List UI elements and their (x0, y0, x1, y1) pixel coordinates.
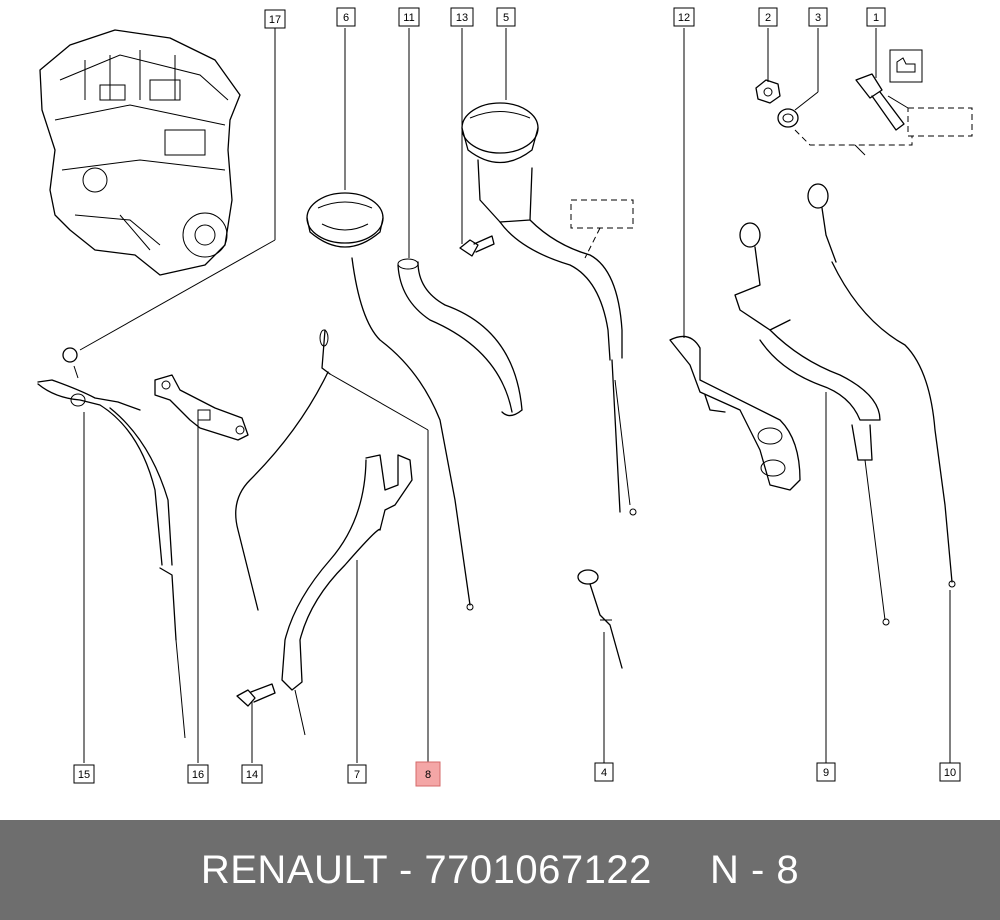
svg-text:9: 9 (823, 767, 829, 779)
callout-10[interactable]: 10 (939, 762, 961, 782)
svg-text:7: 7 (354, 769, 360, 781)
callout-17[interactable]: 17 (264, 9, 286, 29)
part-14-bolt (236, 683, 276, 707)
svg-text:6: 6 (343, 12, 349, 24)
svg-text:1: 1 (873, 12, 879, 24)
engine-block-illustration (39, 29, 241, 276)
part-9-dipstick-tube (734, 222, 890, 626)
callout-8[interactable]: 8 (415, 761, 441, 787)
callout-5[interactable]: 5 (496, 7, 516, 27)
leader-lines (79, 28, 951, 763)
svg-text:11: 11 (403, 12, 414, 24)
part-12-guide-tube (669, 335, 801, 491)
callout-12[interactable]: 12 (673, 7, 695, 27)
callout-1[interactable]: 1 (866, 7, 886, 27)
part-16-bracket (154, 374, 249, 441)
callout-15[interactable]: 15 (73, 764, 95, 784)
part-4-dipstick-short (577, 569, 623, 669)
svg-text:10: 10 (944, 767, 956, 779)
svg-text:2: 2 (765, 12, 771, 24)
part-15-dipstick-tube (37, 347, 186, 739)
svg-text:8: 8 (425, 769, 431, 781)
part-6-oil-cap-dipstick (306, 192, 474, 611)
svg-text:5: 5 (503, 12, 509, 24)
callout-16[interactable]: 16 (187, 764, 209, 784)
footer-banner: RENAULT - 7701067122 N - 8 (0, 820, 1000, 920)
part-13-bolt (459, 235, 495, 257)
svg-text:4: 4 (601, 767, 607, 779)
svg-text:14: 14 (246, 769, 258, 781)
callout-14[interactable]: 14 (241, 764, 263, 784)
part-10-dipstick (807, 183, 956, 588)
callout-2[interactable]: 2 (758, 7, 778, 27)
footer-part-info: RENAULT - 7701067122 N - 8 (200, 847, 800, 892)
svg-text:17: 17 (269, 14, 281, 26)
callout-3[interactable]: 3 (808, 7, 828, 27)
svg-text:12: 12 (678, 12, 690, 24)
svg-text:13: 13 (456, 12, 468, 24)
callout-6[interactable]: 6 (336, 7, 356, 27)
parts-1-2-3-sensor-kit (755, 49, 973, 156)
part-5-oil-filler-neck (461, 102, 637, 516)
callout-11[interactable]: 11 (398, 7, 420, 27)
oil-can-symbol-icon (896, 57, 916, 73)
svg-text:3: 3 (815, 12, 821, 24)
part-11-breather-hose (397, 258, 523, 417)
callout-9[interactable]: 9 (816, 762, 836, 782)
parts-diagram: 17 6 11 13 5 12 2 3 1 15 16 14 (37, 7, 973, 787)
part-8-dipstick-wire (235, 329, 331, 611)
callout-7[interactable]: 7 (347, 764, 367, 784)
callout-4[interactable]: 4 (594, 762, 614, 782)
svg-text:15: 15 (78, 769, 90, 781)
svg-text:16: 16 (192, 769, 204, 781)
part-7-dipstick-guide (281, 454, 413, 736)
callout-13[interactable]: 13 (450, 7, 474, 27)
